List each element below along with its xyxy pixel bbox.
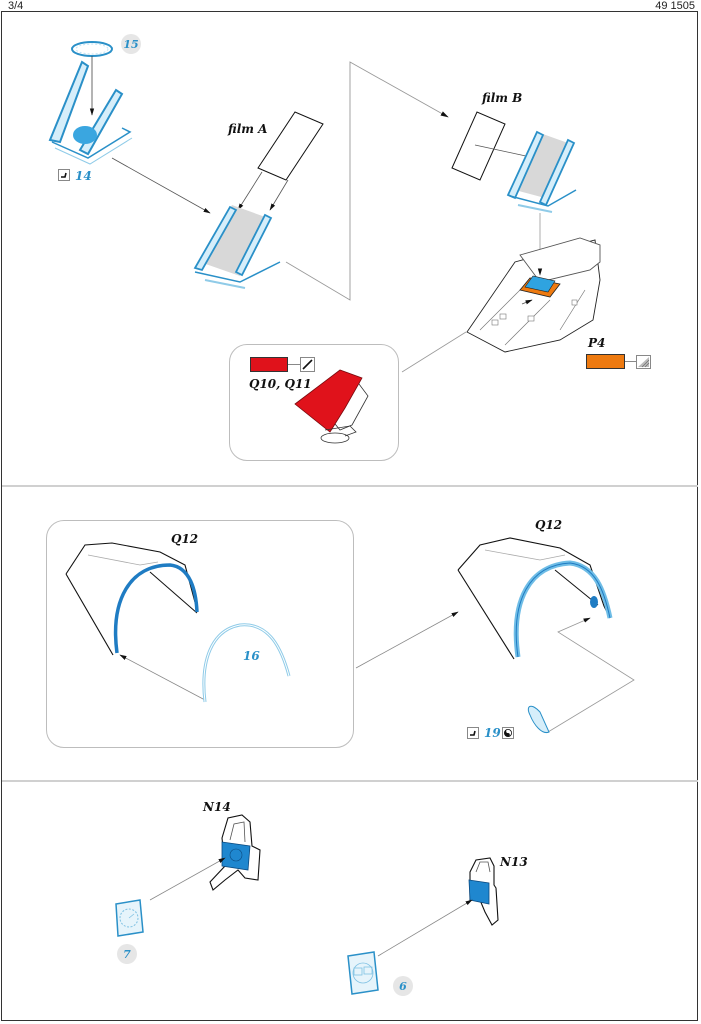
canopy-frame-left xyxy=(65,542,199,656)
seat-frame-film-a xyxy=(193,205,281,289)
part-7-badge: 7 xyxy=(117,944,137,964)
page-frame xyxy=(1,11,698,1021)
etch-part-6 xyxy=(347,951,379,995)
section-divider-1 xyxy=(2,485,698,487)
etch-part-7 xyxy=(115,899,144,937)
q12-label-right: Q12 xyxy=(535,518,563,532)
bend-icon xyxy=(58,169,70,181)
part-15-badge: 15 xyxy=(121,34,141,54)
red-paint-swatch xyxy=(250,357,288,372)
page-number: 3/4 xyxy=(8,0,24,12)
brush-icon xyxy=(300,357,315,372)
part-19-label: 19 xyxy=(484,726,501,740)
part-16-label: 16 xyxy=(243,649,260,663)
canopy-frame-right xyxy=(457,537,613,660)
cockpit-tub xyxy=(466,237,601,353)
part-14-label: 14 xyxy=(75,169,92,183)
q12-label-left: Q12 xyxy=(171,532,199,546)
paint-detail-inset xyxy=(229,344,399,461)
hatching-icon xyxy=(636,355,651,369)
product-code: 49 1505 xyxy=(655,0,695,12)
film-b-label: film B xyxy=(482,91,523,105)
orange-paint-swatch xyxy=(586,354,625,369)
part-n14 xyxy=(209,814,261,891)
red-part-q10-q11 xyxy=(294,369,369,444)
p4-label: P4 xyxy=(588,336,606,350)
n14-label: N14 xyxy=(203,800,231,814)
orange-p4-plate xyxy=(519,275,561,298)
film-a-label: film A xyxy=(228,122,268,136)
swatch-connector xyxy=(625,361,636,362)
roll-icon xyxy=(502,727,514,739)
part-6-number: 6 xyxy=(399,979,407,993)
q10-q11-label: Q10, Q11 xyxy=(249,377,312,391)
part-15-number: 15 xyxy=(123,37,139,51)
swatch-connector xyxy=(288,364,300,365)
part-n13 xyxy=(468,857,499,926)
section-divider-2 xyxy=(2,780,698,782)
part-6-badge: 6 xyxy=(393,976,413,996)
canopy-detail-inset xyxy=(46,520,354,748)
etch-ring-15 xyxy=(71,41,113,57)
n13-label: N13 xyxy=(500,855,528,869)
seat-frame-left xyxy=(48,60,133,165)
part-7-number: 7 xyxy=(123,947,131,961)
seat-frame-film-b xyxy=(506,130,577,213)
bend-icon xyxy=(467,727,479,739)
